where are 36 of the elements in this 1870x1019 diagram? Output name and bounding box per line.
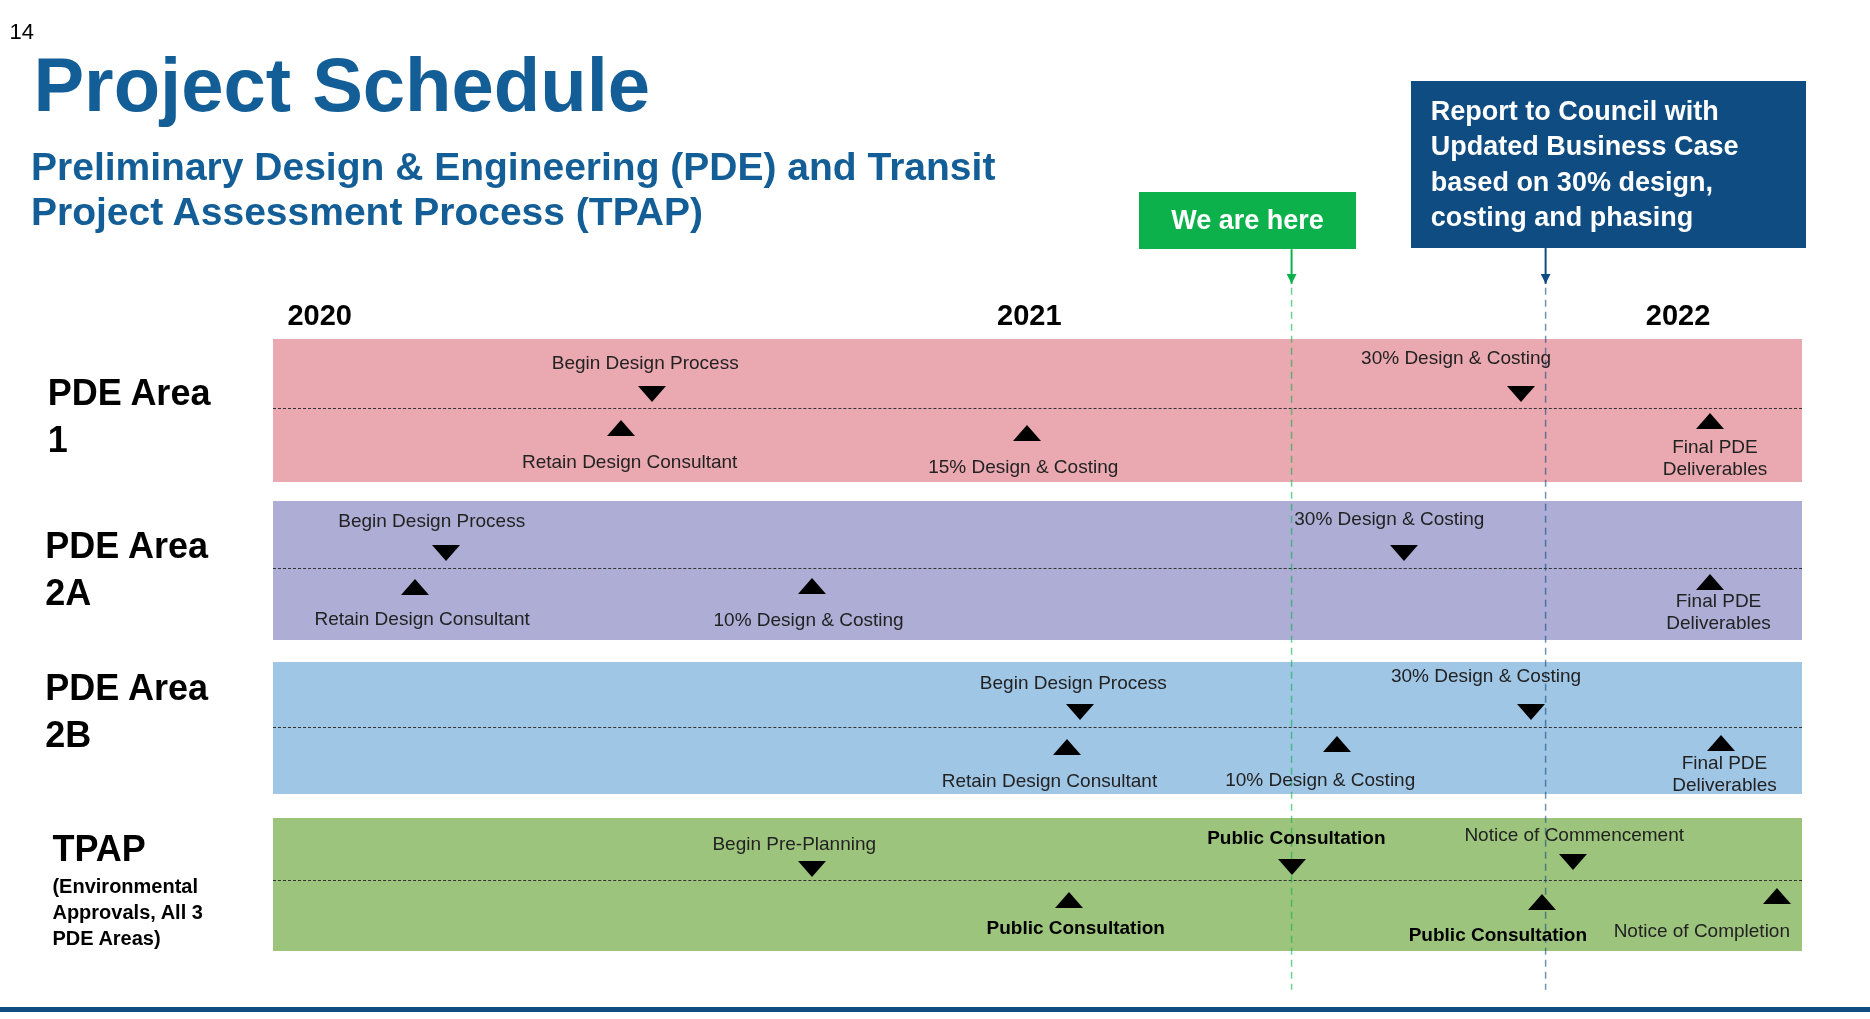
milestone-label: Retain Design Consultant — [314, 608, 530, 630]
row-subheading: (Environmental Approvals, All 3 PDE Areas) — [52, 873, 204, 951]
milestone-label: Retain Design Consultant — [521, 450, 738, 473]
milestone-label: 30% Design & Costing — [1390, 665, 1581, 688]
page-title: Project Schedule — [33, 40, 651, 128]
callout-box: Report to Council with Updated Business Case based on 30% design, costing and phasing — [1410, 81, 1806, 249]
row-heading: PDE Area 2B — [45, 666, 210, 757]
milestone-label: Final PDE Deliverables — [1649, 436, 1781, 480]
milestone-label: Public Consultation — [1408, 924, 1588, 946]
milestone-label: 10% Design & Costing — [713, 609, 904, 632]
milestone-label: Public Consultation — [986, 916, 1165, 939]
milestone-label: Begin Pre-Planning — [712, 833, 877, 856]
page-number: 14 — [9, 19, 34, 45]
milestone-label: Notice of Completion — [1613, 920, 1790, 943]
milestone-label: Begin Design Process — [551, 351, 739, 374]
milestone-label: Public Consultation — [1207, 827, 1386, 850]
milestone-label: Begin Design Process — [338, 510, 526, 533]
milestone-label: Final PDE Deliverables — [1658, 752, 1791, 796]
milestone-label: Begin Design Process — [979, 672, 1167, 695]
milestone-label: 30% Design & Costing — [1361, 346, 1552, 369]
milestone-label: 15% Design & Costing — [928, 456, 1119, 479]
year-label: 2022 — [1645, 299, 1711, 333]
row-heading: TPAP — [52, 827, 147, 872]
milestone-label: 10% Design & Costing — [1225, 769, 1416, 791]
subtitle: Preliminary Design & Engineering (PDE) and Transit Project Assessment Process (TPAP) — [31, 145, 997, 236]
milestone-label: Final PDE Deliverables — [1652, 589, 1785, 634]
callout-box: We are here — [1138, 192, 1356, 250]
year-label: 2020 — [287, 299, 352, 333]
row-heading: PDE Area 2A — [45, 524, 210, 616]
year-label: 2021 — [997, 299, 1062, 333]
arrow — [1286, 248, 1297, 285]
arrow — [1540, 247, 1551, 285]
milestone-label: 30% Design & Costing — [1294, 507, 1485, 530]
milestone-label: Notice of Commencement — [1464, 823, 1685, 846]
row-heading: PDE Area 1 — [47, 371, 212, 463]
milestone-label: Retain Design Consultant — [941, 770, 1158, 793]
